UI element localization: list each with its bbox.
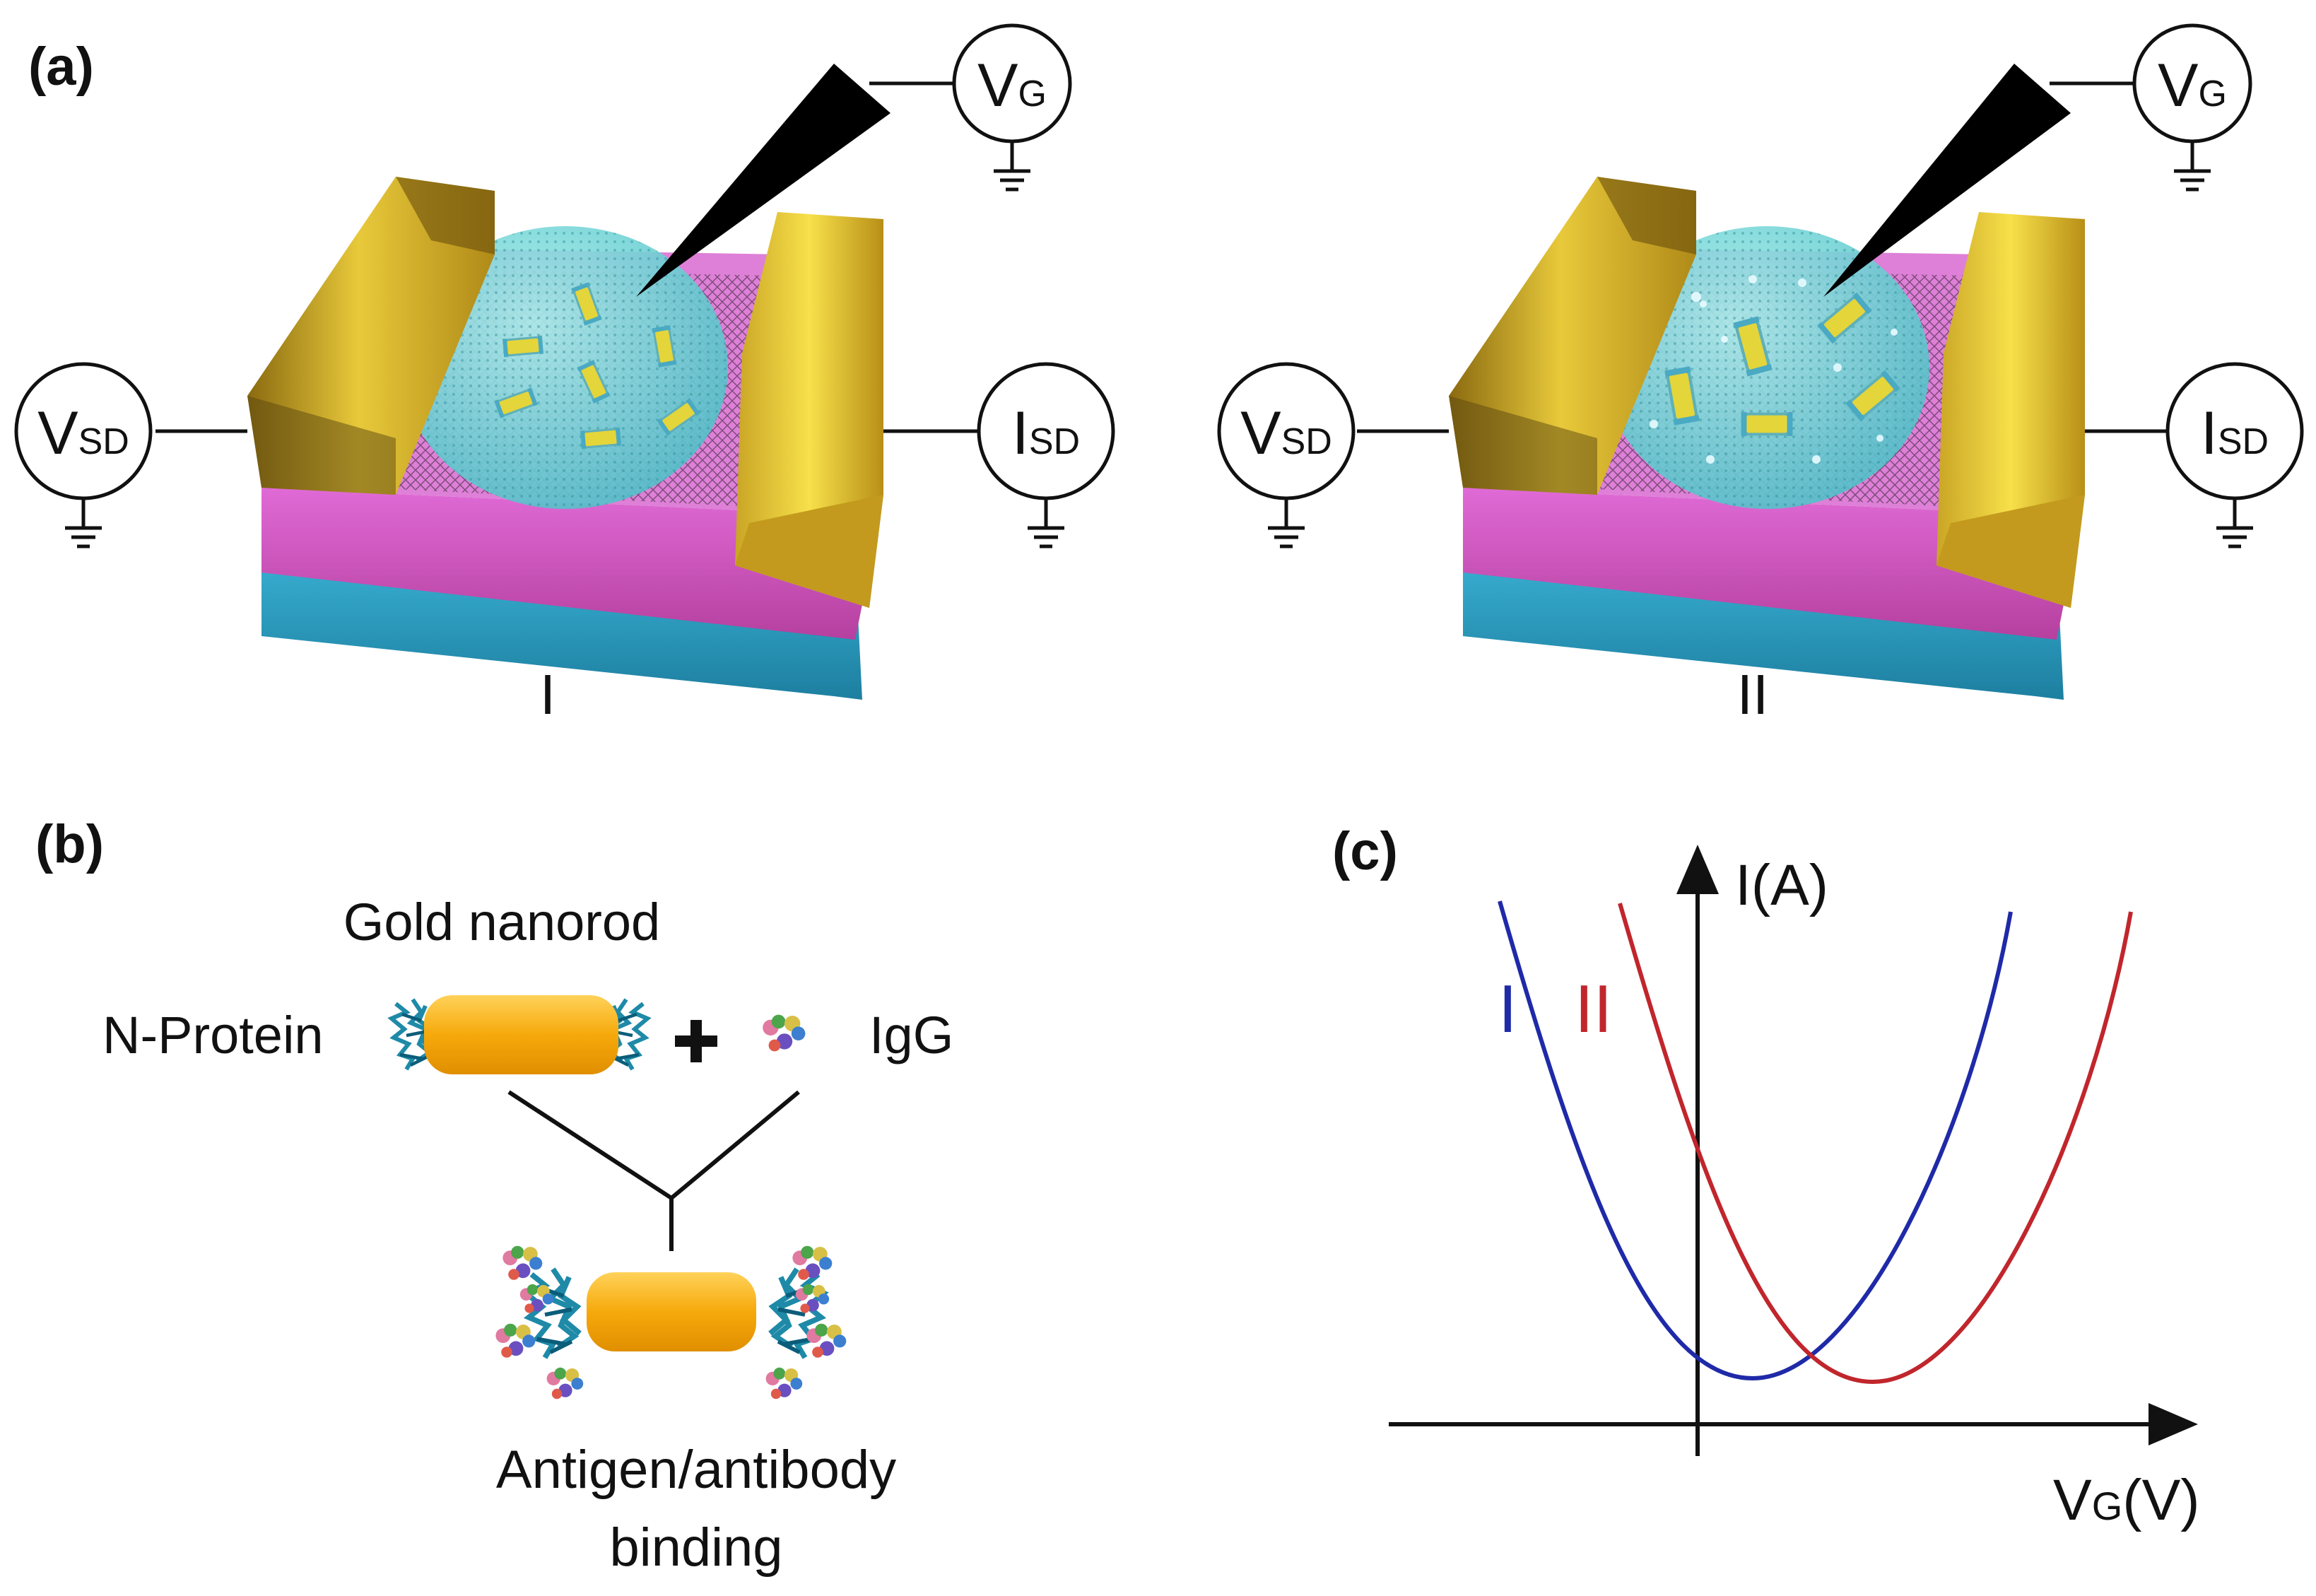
panel-c-label: (c): [1332, 821, 1398, 881]
device-ii: VG VSD ISD II: [1217, 23, 2304, 726]
x-axis-arrow: [2149, 1403, 2198, 1445]
igg-antibody: [763, 1014, 806, 1052]
device-ii-gate-label: VG: [2158, 52, 2227, 119]
panel-a-label: (a): [28, 37, 94, 97]
binding-label-line1: Antigen/antibody: [496, 1440, 896, 1500]
x-axis-label: VG(V): [2053, 1468, 2200, 1532]
nanorod-with-n-protein: [392, 995, 647, 1074]
y-axis-arrow: [1676, 845, 1719, 894]
panel-b-label: (b): [35, 814, 104, 874]
bound-complex: [495, 1245, 847, 1400]
device-i-dielectric: [261, 488, 866, 640]
n-protein-label: N-Protein: [102, 1006, 324, 1064]
plus-sign: [675, 1020, 717, 1062]
gold-nanorod-label: Gold nanorod: [343, 893, 660, 951]
device-i-caption: I: [540, 663, 556, 726]
y-axis-label: I(A): [1735, 853, 1828, 917]
device-i-gate-probe: [636, 64, 890, 297]
bound-gold-nanorod: [587, 1272, 756, 1351]
curve-ii: [1618, 903, 2133, 1385]
device-ii-gate-probe: [1823, 64, 2071, 297]
device-i: VG VSD ISD I: [14, 23, 1115, 726]
device-ii-caption: II: [1737, 663, 1768, 726]
device-ii-sd-voltage-label: VSD: [1240, 399, 1332, 467]
device-ii-sd-current-label: ISD: [2201, 399, 2269, 467]
curve-i-label: I: [1498, 971, 1517, 1047]
device-i-sd-current-label: ISD: [1012, 399, 1080, 467]
gold-nanorod: [424, 995, 618, 1074]
device-ii-nanorod: [1739, 411, 1794, 438]
iv-chart: I(A) VG(V) I II: [1389, 845, 2200, 1532]
device-i-gate-label: VG: [977, 52, 1047, 119]
device-ii-dielectric: [1463, 488, 2067, 640]
device-i-sd-voltage-label: VSD: [37, 399, 129, 467]
igg-label: IgG: [869, 1006, 953, 1064]
combination-lines: [507, 1090, 800, 1251]
curve-i: [1498, 900, 2013, 1381]
curve-ii-label: II: [1575, 971, 1612, 1047]
binding-label-line2: binding: [609, 1518, 782, 1578]
